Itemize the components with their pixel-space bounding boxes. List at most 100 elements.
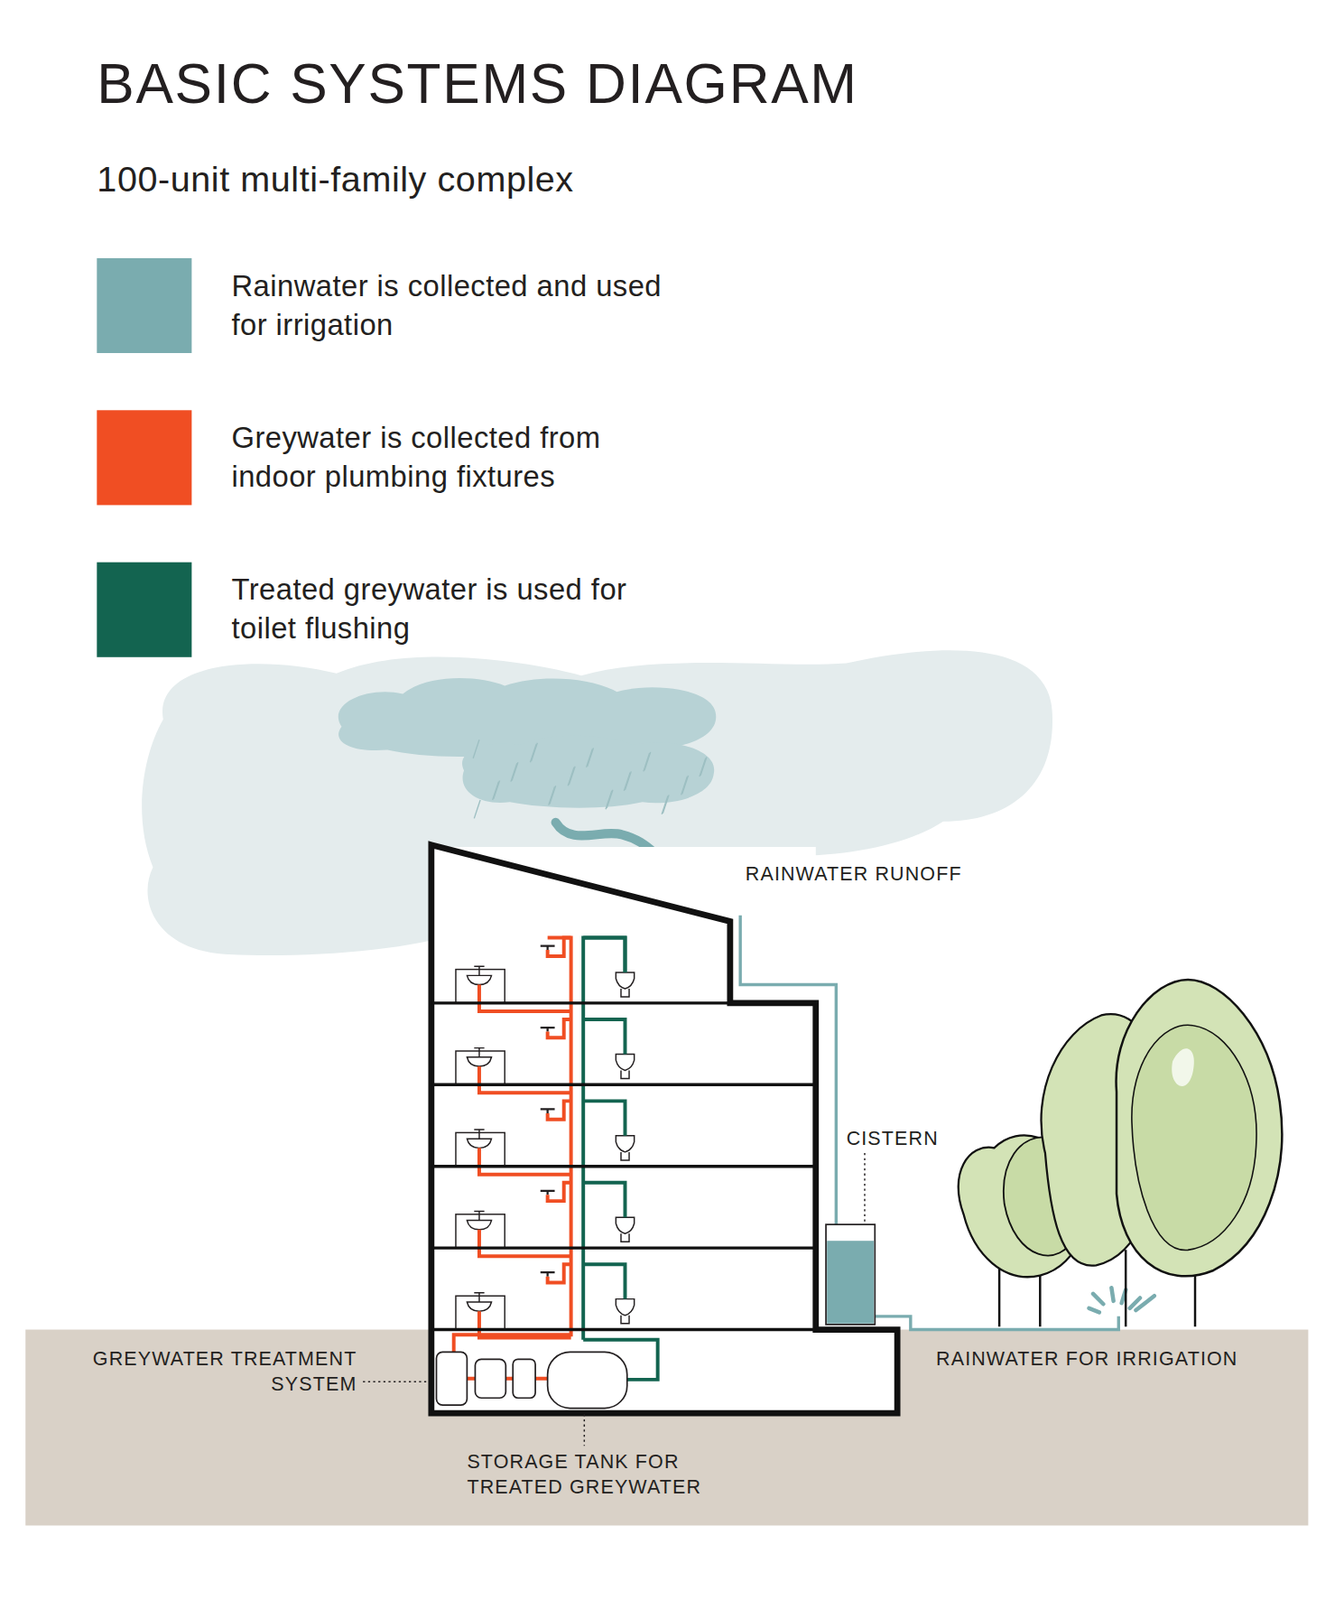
building-outline-part [431,844,898,1413]
plumbing-fixtures-part [540,1271,556,1277]
rain-cloud-part-part [472,739,480,758]
pipes-part [547,1100,572,1119]
rain-cloud-part-part [662,794,669,813]
building-outline [431,844,898,1413]
cistern-part [825,1223,875,1325]
pipes-part [547,937,572,956]
trees-part [1116,979,1283,1276]
plumbing-fixtures-part [615,1216,634,1242]
leader-lines-part [583,1413,585,1446]
plumbing-fixtures-part [466,1301,492,1311]
plumbing-fixtures-part [466,1220,492,1230]
pipes-part [454,937,572,1353]
rain-cloud-part-part [511,761,519,780]
plumbing-fixtures-part [615,1053,634,1078]
treatment-system-part [512,1358,536,1398]
cistern [825,1223,875,1325]
rain-cloud-part-part [623,771,631,790]
pipes-part [547,1182,572,1201]
callout-label: RAINWATER RUNOFF [745,862,963,887]
rain-cloud-part-part [606,789,613,808]
callout-label: GREYWATER TREATMENT SYSTEM [40,1346,357,1398]
basement-interior-part [431,846,816,1330]
rain-cloud-part-part [586,748,594,767]
subtitle: 100-unit multi-family complex [96,157,574,201]
plumbing-fixtures-part [473,1129,484,1139]
rain-cloud-part-part [699,758,706,777]
legend-text: Rainwater is collected and used for irri… [231,266,670,344]
treatment-system-part [547,1351,628,1408]
rain-cloud-part-part [549,785,557,804]
rain-cloud-part [472,739,707,818]
treatment-system-part [474,1358,506,1398]
pipes-part [583,1182,625,1217]
legend-swatch [96,562,192,658]
trees-part [1171,1047,1195,1086]
legend-text: Treated greywater is used for toilet flu… [231,570,670,649]
plumbing-fixtures-part [466,1056,492,1066]
pipes-part [479,1229,572,1256]
rain-cloud-part-part [625,770,632,789]
rain-cloud-part [462,735,714,808]
plumbing-fixtures-part [540,1190,556,1196]
rain-cloud-part-part [548,786,556,805]
rain-cloud-part-part [643,752,650,771]
pipes-part [583,937,625,973]
rain-cloud-part-part [644,751,651,770]
pipes-part [583,1100,625,1135]
rain-cloud-part-part [587,747,594,766]
rain-cloud-part-part [682,775,689,794]
rain-cloud-part-part [473,799,481,818]
treatment-system-part [436,1351,468,1405]
callout-label: RAINWATER FOR IRRIGATION [936,1347,1238,1372]
plumbing-fixtures-part [540,1108,556,1113]
pipes-part [583,1019,625,1054]
rain-cloud-part-part [661,795,668,814]
treatment-system [436,1351,628,1408]
rain-cloud-part-part [529,743,537,762]
pipes-part [583,937,625,1340]
pipes-part [583,1263,625,1298]
rain-cloud-part-part [510,762,518,781]
pipes-part [479,1065,572,1093]
trees [958,979,1282,1326]
rain-cloud-part-part [531,742,538,761]
pipes-part [547,1019,572,1038]
leader-lines [362,1152,865,1446]
legend-swatch [96,258,192,353]
trees-part [1131,1024,1257,1250]
cistern-part [826,1240,874,1324]
plumbing-fixtures-part [473,1210,484,1220]
ground-part [25,1329,1308,1526]
rainwater-pipe-part [740,915,836,1224]
leader-lines-part [863,1152,865,1222]
plumbing-fixtures-part [473,1047,484,1057]
ground [25,1329,1308,1526]
legend-text: Greywater is collected from indoor plumb… [231,417,670,496]
rainwater-pipe-part [874,1316,1119,1330]
plumbing-fixtures-part [615,1298,634,1324]
building-outline-part [431,1002,816,1330]
callout-label: CISTERN [846,1127,939,1151]
plumbing-fixtures-part [466,1138,492,1148]
pipes-part [479,984,572,1011]
sprinkler-splash [1089,1287,1155,1312]
pipes-part [547,1263,572,1282]
sprinkler-splash-part [1089,1287,1155,1312]
plumbing-fixtures-part [615,972,634,997]
rain-cloud-part-part [567,767,575,786]
title: BASIC SYSTEMS DIAGRAM [96,55,858,112]
legend-swatch [96,409,192,505]
rain-cloud-part-part [568,766,575,785]
rain-cloud-part-part [493,780,501,799]
pipes-part [479,1147,572,1174]
plumbing-fixtures-part [540,945,556,951]
rain-cloud-part-part [605,790,612,809]
plumbing-fixtures-part [466,974,492,984]
plumbing-fixtures-part [473,1292,484,1302]
plumbing-fixtures-part [540,1027,556,1032]
leader-lines-part [362,1380,428,1382]
plumbing-fixtures-part [615,1135,634,1160]
rain-cloud [338,677,716,818]
